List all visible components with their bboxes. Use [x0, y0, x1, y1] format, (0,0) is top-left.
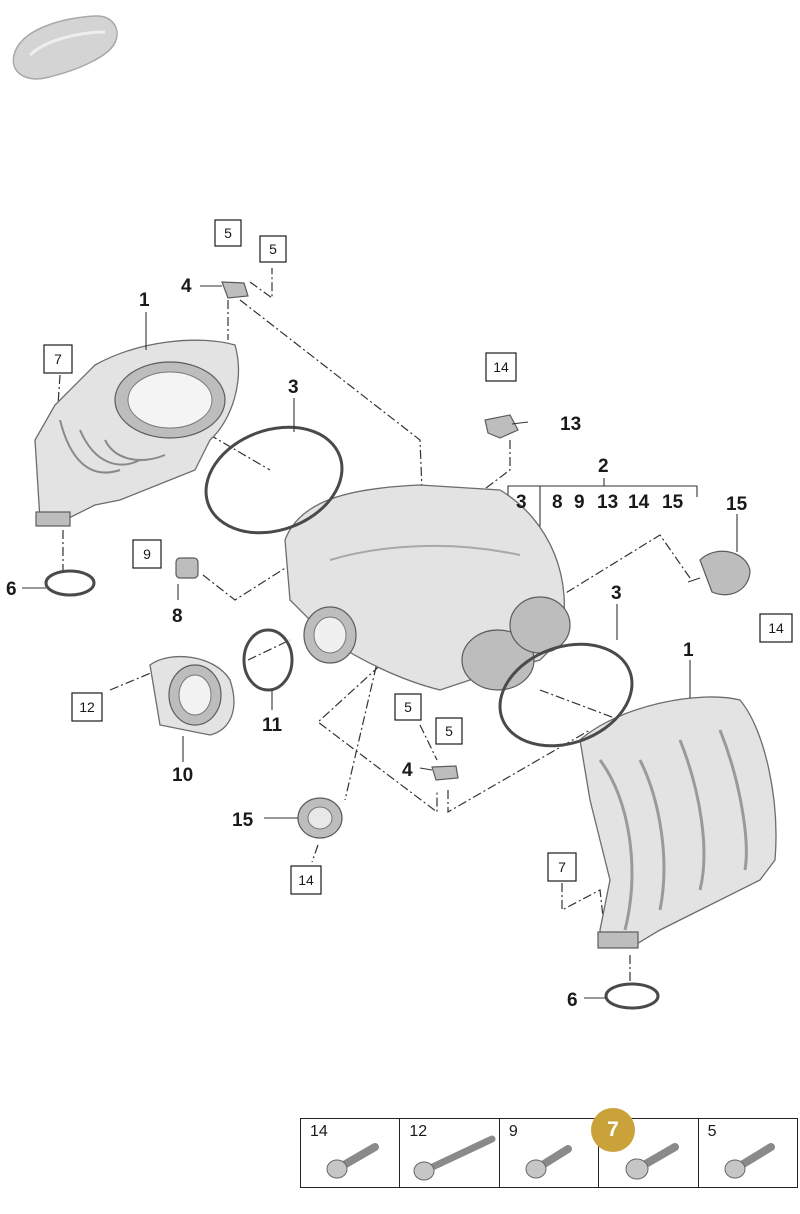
bolt-icon [525, 1145, 572, 1179]
fastener-cell[interactable]: 14 [301, 1119, 401, 1187]
callout-4-top: 4 [181, 276, 192, 297]
actuator-15-right [687, 550, 751, 596]
fastener-cell[interactable] [599, 1119, 699, 1187]
ref-box-14-right: 14 [759, 613, 793, 643]
sensor-13 [484, 414, 519, 439]
callout-8: 8 [172, 606, 183, 627]
group-2-member: 8 [552, 492, 563, 513]
fastener-label: 9 [508, 1123, 518, 1140]
svg-text:9: 9 [143, 546, 151, 562]
bolt-icon [326, 1143, 379, 1179]
group-2-member: 3 [516, 492, 527, 513]
fastener-cell[interactable]: 9 [500, 1119, 600, 1187]
fastener-strip: 14 12 9 5 [300, 1118, 798, 1188]
ref-box-9: 9 [132, 539, 162, 569]
svg-text:5: 5 [269, 241, 277, 257]
fastener-cell[interactable]: 12 [400, 1119, 500, 1187]
bracket-4-top [221, 281, 249, 299]
ref-box-5-c: 5 [394, 693, 422, 721]
ref-box-7-right: 7 [547, 852, 577, 882]
ref-box-12: 12 [71, 692, 103, 722]
ref-box-5-a: 5 [214, 219, 242, 247]
gasket-6-left [44, 569, 96, 597]
intake-plenum [284, 484, 571, 691]
gasket-3-left [204, 425, 344, 535]
gasket-6-right [604, 982, 660, 1010]
selected-part-badge[interactable]: 7 [591, 1108, 635, 1152]
fastener-cell[interactable]: 5 [699, 1119, 797, 1187]
group-2-member: 15 [662, 492, 684, 513]
callout-13: 13 [560, 414, 581, 435]
svg-text:5: 5 [404, 699, 412, 715]
bolt-icon [625, 1143, 680, 1180]
fastener-label: 14 [310, 1123, 328, 1140]
svg-text:12: 12 [79, 699, 95, 715]
callout-1-left: 1 [139, 290, 150, 311]
group-2-member: 14 [628, 492, 650, 513]
fastener-label: 12 [409, 1123, 428, 1140]
throttle-body [149, 655, 235, 736]
cap-15-bottom [297, 797, 343, 839]
svg-text:7: 7 [54, 351, 62, 367]
callout-6-left: 6 [6, 579, 17, 600]
svg-text:5: 5 [445, 723, 453, 739]
callout-ticks [22, 285, 738, 999]
bolt-icon [724, 1143, 775, 1179]
group-2-member: 13 [597, 492, 618, 513]
callout-3-right: 3 [611, 583, 622, 604]
callout-1-right: 1 [683, 640, 694, 661]
bracket-4-bottom [431, 765, 459, 781]
fastener-label: 5 [707, 1123, 717, 1140]
gasket-3-right [498, 642, 634, 748]
callout-6-right: 6 [567, 990, 578, 1011]
long-bolt-icon [413, 1135, 496, 1181]
ref-box-7-left: 7 [43, 344, 73, 374]
callout-2: 2 [598, 456, 609, 477]
callout-4-bottom: 4 [402, 760, 413, 781]
svg-text:5: 5 [224, 225, 232, 241]
o-ring-11 [242, 628, 294, 692]
intake-manifold-right [579, 696, 777, 949]
sensor-8 [175, 557, 199, 579]
callout-11: 11 [262, 715, 283, 736]
boxed-refs: 5 5 5 5 7 7 9 12 14 14 14 [43, 219, 793, 895]
ref-box-14-bottom: 14 [290, 865, 322, 895]
svg-text:14: 14 [493, 359, 509, 375]
callout-15-bottom: 15 [232, 810, 254, 831]
callout-3-left: 3 [288, 377, 299, 398]
ref-box-14-top: 14 [485, 352, 517, 382]
group-2-members: 3 8 9 13 14 15 [516, 492, 684, 513]
ref-box-5-d: 5 [435, 717, 463, 745]
group-2-member: 9 [574, 492, 585, 513]
svg-text:14: 14 [298, 872, 314, 888]
svg-text:14: 14 [768, 620, 784, 636]
callout-numbers: 1 1 2 3 3 4 4 6 6 8 10 11 13 15 15 [6, 276, 748, 1011]
callout-10: 10 [172, 765, 193, 786]
ref-box-5-b: 5 [259, 235, 287, 263]
intake-manifold-left [34, 339, 239, 527]
svg-text:7: 7 [558, 859, 566, 875]
car-silhouette-icon [12, 15, 118, 80]
callout-15-right: 15 [726, 494, 748, 515]
